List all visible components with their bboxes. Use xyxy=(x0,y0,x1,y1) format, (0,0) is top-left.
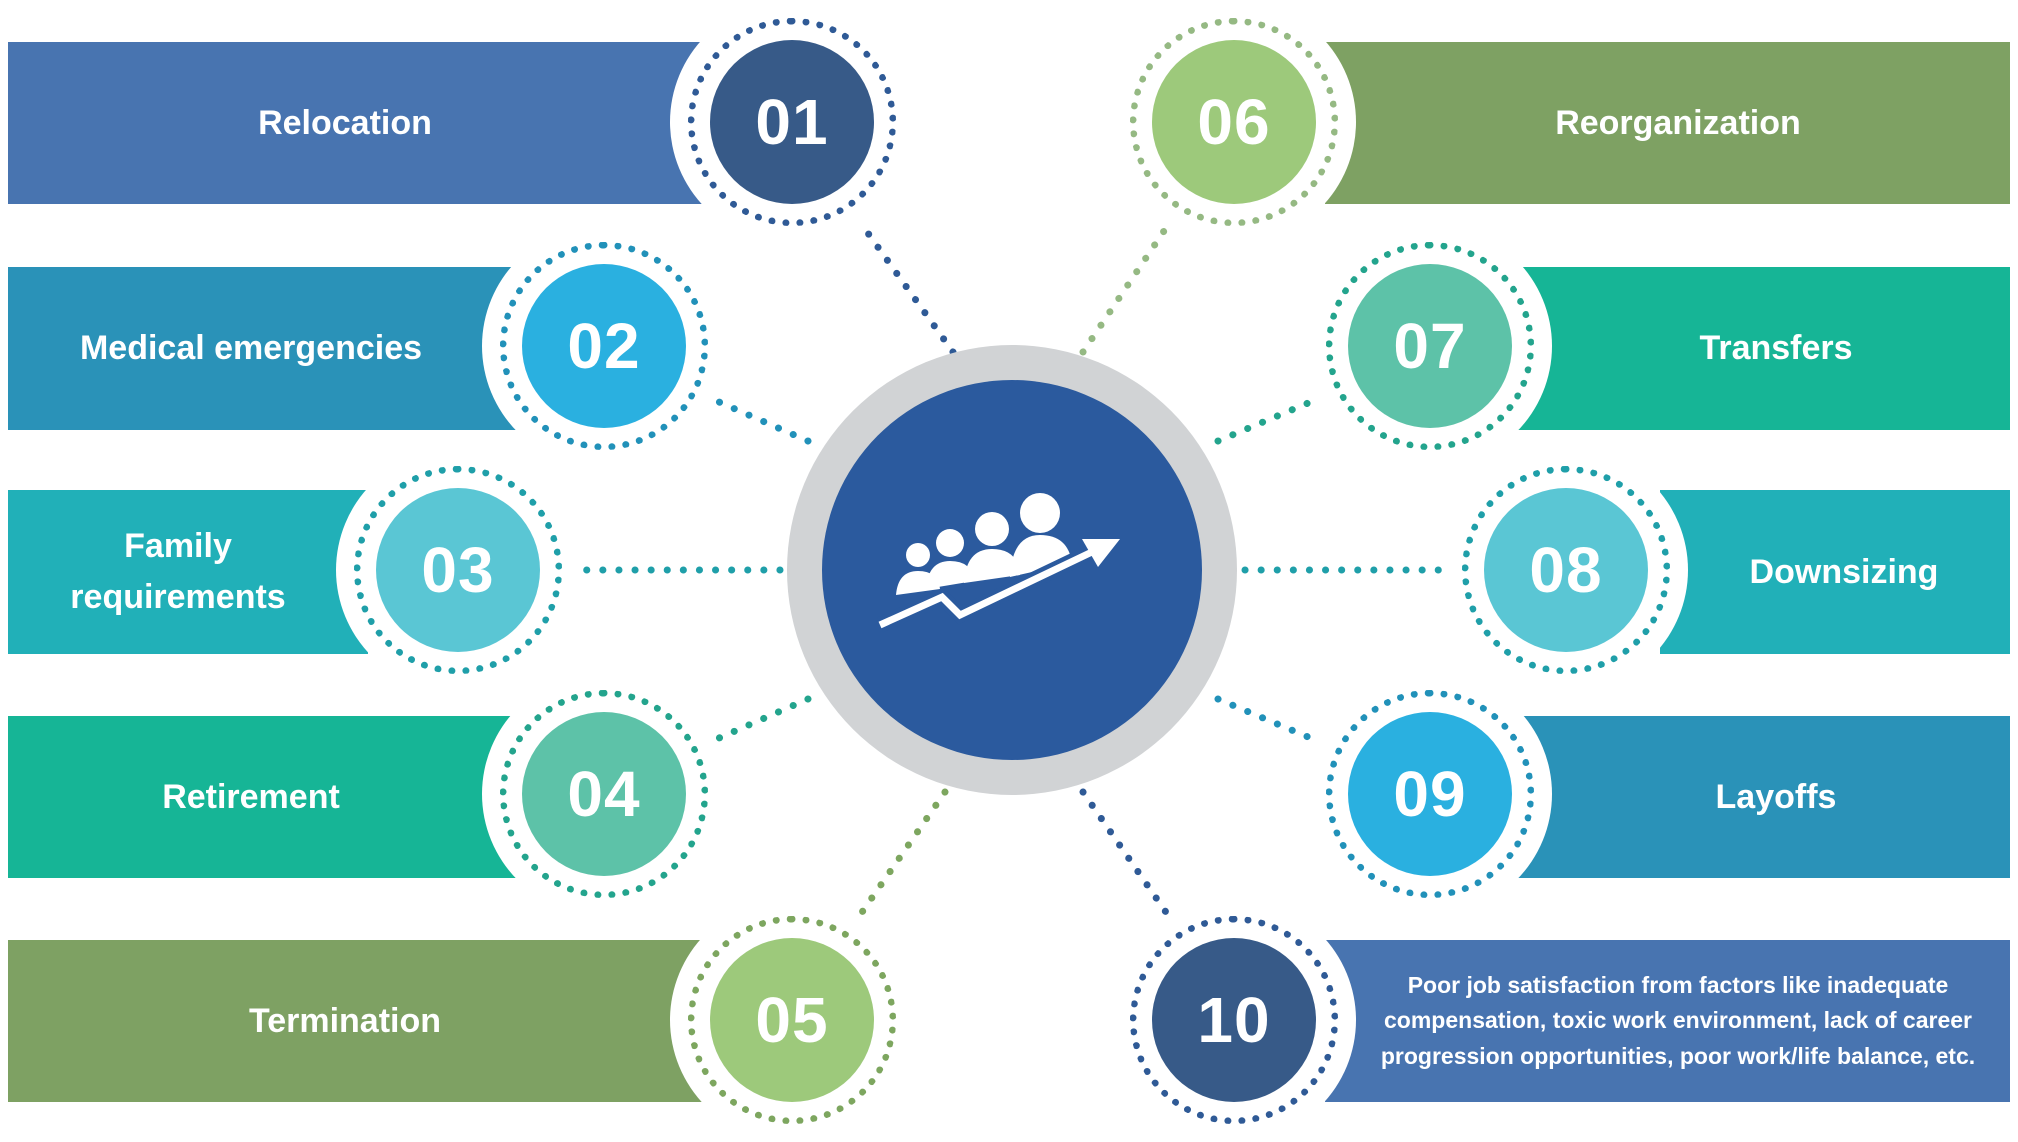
factor-bar-08: Downsizing xyxy=(1660,490,2010,654)
badge-number-06: 06 xyxy=(1197,86,1271,158)
connector-line-04 xyxy=(706,695,812,746)
factor-label-08: Downsizing xyxy=(1749,552,1939,591)
factor-label-05: Termination xyxy=(248,1001,442,1040)
number-badge-05: 05 xyxy=(710,938,874,1102)
factor-bar-04: Retirement xyxy=(8,716,520,878)
factor-bar-01: Relocation xyxy=(8,42,708,204)
badge-number-09: 09 xyxy=(1393,758,1467,830)
factor-label-07: Transfers xyxy=(1699,329,1853,367)
badge-dotted-ring-02 xyxy=(500,242,708,450)
badge-dotted-ring-08 xyxy=(1462,466,1670,674)
number-badge-06: 06 xyxy=(1152,40,1316,204)
factor-label-03: Family requirements xyxy=(70,527,286,616)
factor-label-01: Relocation xyxy=(258,103,432,142)
badge-dotted-ring-09 xyxy=(1326,690,1534,898)
factor-label-09: Layoffs xyxy=(1715,777,1837,816)
number-badge-10: 10 xyxy=(1152,938,1316,1102)
badge-dotted-ring-06 xyxy=(1130,18,1338,226)
factor-bar-02: Medical emergencies xyxy=(8,267,520,430)
number-badge-09: 09 xyxy=(1348,712,1512,876)
factor-bar-03: Family requirements xyxy=(8,490,368,654)
badge-number-10: 10 xyxy=(1197,984,1271,1056)
connector-line-09 xyxy=(1214,695,1324,746)
connector-line-10 xyxy=(1079,788,1174,922)
number-badge-02: 02 xyxy=(522,264,686,428)
connector-line-07 xyxy=(1214,394,1324,445)
factor-bar-06: Reorganization xyxy=(1325,42,2010,204)
number-badge-03: 03 xyxy=(376,488,540,652)
connector-line-06 xyxy=(1079,218,1174,356)
team-growth-icon xyxy=(876,493,1120,633)
factor-label-06: Reorganization xyxy=(1555,103,1801,142)
badge-number-07: 07 xyxy=(1393,310,1467,382)
factor-label-10: Poor job satisfaction from factors like … xyxy=(1380,971,1976,1069)
badge-number-01: 01 xyxy=(755,86,829,158)
badge-dotted-ring-04 xyxy=(500,690,708,898)
badge-number-03: 03 xyxy=(421,534,495,606)
number-badge-08: 08 xyxy=(1484,488,1648,652)
factor-bar-05: Termination xyxy=(8,940,708,1102)
badge-number-05: 05 xyxy=(755,984,829,1056)
number-badge-04: 04 xyxy=(522,712,686,876)
number-badge-01: 01 xyxy=(710,40,874,204)
number-badge-07: 07 xyxy=(1348,264,1512,428)
badge-dotted-ring-01 xyxy=(688,18,896,226)
connector-line-02 xyxy=(706,394,812,445)
badge-number-04: 04 xyxy=(567,758,641,830)
badge-dotted-ring-07 xyxy=(1326,242,1534,450)
factor-bar-07: Transfers xyxy=(1512,267,2010,430)
factor-bar-09: Layoffs xyxy=(1512,716,2010,878)
badge-dotted-ring-10 xyxy=(1130,916,1338,1124)
factor-label-04: Retirement xyxy=(162,777,340,816)
badge-number-02: 02 xyxy=(567,310,641,382)
badge-dotted-ring-05 xyxy=(688,916,896,1124)
badge-number-08: 08 xyxy=(1529,534,1603,606)
connector-line-01 xyxy=(856,218,957,356)
connector-line-05 xyxy=(854,788,949,922)
factor-bar-10: Poor job satisfaction from factors like … xyxy=(1325,940,2010,1102)
badge-dotted-ring-03 xyxy=(354,466,562,674)
factor-label-02: Medical emergencies xyxy=(79,329,423,367)
